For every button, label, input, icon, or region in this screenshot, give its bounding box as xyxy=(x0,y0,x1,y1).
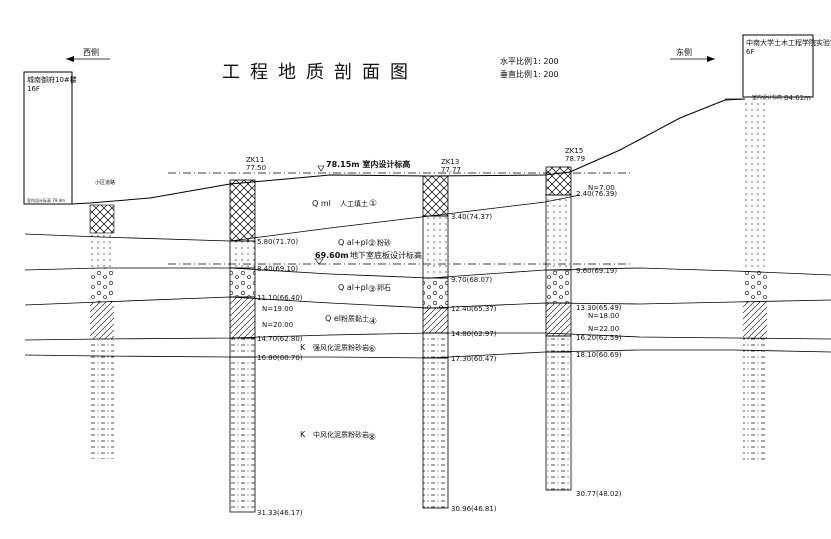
svg-text:N=7.00: N=7.00 xyxy=(588,184,615,192)
road-label: 小区道路 xyxy=(95,179,115,186)
svg-text:③: ③ xyxy=(368,285,376,295)
stratum-label-1: Q ml 人工填土 ① xyxy=(312,199,377,209)
svg-text:12.40(65.37): 12.40(65.37) xyxy=(451,305,497,313)
svg-text:6F: 6F xyxy=(746,48,754,56)
svg-text:强风化泥质粉砂岩: 强风化泥质粉砂岩 xyxy=(313,343,369,352)
vertical-scale-value: 1: 200 xyxy=(533,70,559,79)
svg-text:N=20.00: N=20.00 xyxy=(262,321,293,329)
svg-text:K: K xyxy=(300,343,306,352)
svg-text:ZK11: ZK11 xyxy=(246,156,264,164)
stratum-label-6: K 强风化泥质粉砂岩 ⑥ xyxy=(300,343,376,355)
svg-text:2.40(76.39): 2.40(76.39) xyxy=(576,190,617,198)
svg-text:9.70(68.07): 9.70(68.07) xyxy=(451,276,492,284)
left-reference-column xyxy=(89,204,115,459)
svg-text:Q el: Q el xyxy=(325,314,341,323)
svg-text:14.70(62.80): 14.70(62.80) xyxy=(257,335,303,343)
horizontal-scale-label: 水平比例 xyxy=(500,56,532,66)
svg-text:78.79: 78.79 xyxy=(565,155,585,163)
svg-text:②: ② xyxy=(368,239,376,249)
svg-text:西侧: 西侧 xyxy=(83,47,99,57)
svg-text:N=22.00: N=22.00 xyxy=(588,325,619,333)
svg-text:卵石: 卵石 xyxy=(377,283,391,292)
svg-text:16.20(62.59): 16.20(62.59) xyxy=(576,334,622,342)
stratum-label-8: K 中风化泥质粉砂岩 ⑧ xyxy=(300,430,376,443)
borehole-zk13: ZK13 77.77 3.40(74.37) 9.70(68.07) 12.40… xyxy=(422,158,497,513)
svg-text:东侧: 东侧 xyxy=(676,47,692,57)
svg-text:室内设计标高 79.4m: 室内设计标高 79.4m xyxy=(27,197,65,203)
svg-text:城南御府10#楼: 城南御府10#楼 xyxy=(27,75,77,84)
basement-design-text: 地下室底板设计标高 xyxy=(350,250,422,260)
svg-text:31.33(46.17): 31.33(46.17) xyxy=(257,509,303,517)
svg-text:84.61m: 84.61m xyxy=(784,94,811,102)
svg-text:N=19.00: N=19.00 xyxy=(262,305,293,313)
svg-text:⑧: ⑧ xyxy=(368,433,376,443)
svg-text:N=18.00: N=18.00 xyxy=(588,312,619,320)
svg-text:13.30(65.49): 13.30(65.49) xyxy=(576,304,622,312)
svg-text:ZK15: ZK15 xyxy=(565,147,583,155)
right-building: 中南大学土木工程学院实验室 6F 室内设计标高 84.61m xyxy=(725,34,831,102)
svg-text:④: ④ xyxy=(369,317,377,327)
svg-text:8.40(69.10): 8.40(69.10) xyxy=(257,265,298,273)
svg-text:9.60(69.19): 9.60(69.19) xyxy=(576,267,617,275)
svg-text:5.80(71.70): 5.80(71.70) xyxy=(257,238,298,246)
left-building: 城南御府10#楼 16F 室内设计标高 79.4m xyxy=(23,71,77,205)
svg-text:16.80(60.70): 16.80(60.70) xyxy=(257,354,303,362)
svg-text:⑥: ⑥ xyxy=(368,345,376,355)
east-direction: 东侧 xyxy=(670,47,715,62)
svg-text:中南大学土木工程学院实验室: 中南大学土木工程学院实验室 xyxy=(746,38,831,47)
svg-text:18.10(60.69): 18.10(60.69) xyxy=(576,351,622,359)
svg-text:77.77: 77.77 xyxy=(441,166,461,174)
stratum-label-3: Q al+pl 卵石 ③ xyxy=(338,283,391,295)
svg-text:Q ml: Q ml xyxy=(312,199,331,208)
stratum-label-2: Q al+pl 粉砂 ② xyxy=(338,238,391,249)
svg-text:粉质黏土: 粉质黏土 xyxy=(341,314,369,323)
diagram-title: 工程地质剖面图 xyxy=(222,62,418,83)
indoor-design-label: 78.15m 室内设计标高 xyxy=(326,159,410,169)
stratum-label-4: Q el 粉质黏土 ④ xyxy=(325,314,377,327)
svg-text:11.10(66.40): 11.10(66.40) xyxy=(257,294,303,302)
svg-text:77.50: 77.50 xyxy=(246,164,266,172)
borehole-zk11: ZK11 77.50 5.80(71.70) 8.40(69.10) 11.10… xyxy=(229,156,303,517)
svg-text:K: K xyxy=(300,430,306,439)
svg-text:30.77(48.02): 30.77(48.02) xyxy=(576,490,622,498)
west-direction: 西侧 xyxy=(66,47,110,62)
basement-design-value: 69.60m xyxy=(315,251,349,260)
svg-text:16F: 16F xyxy=(27,85,40,93)
ground-surface xyxy=(71,98,746,205)
vertical-scale-label: 垂直比例 xyxy=(500,69,532,79)
svg-text:粉砂: 粉砂 xyxy=(377,238,391,247)
svg-text:室内设计标高: 室内设计标高 xyxy=(752,94,782,101)
svg-text:①: ① xyxy=(369,199,377,209)
svg-text:17.30(60.47): 17.30(60.47) xyxy=(451,355,497,363)
svg-text:30.96(46.81): 30.96(46.81) xyxy=(451,505,497,513)
svg-text:中风化泥质粉砂岩: 中风化泥质粉砂岩 xyxy=(313,430,369,439)
right-reference-column xyxy=(743,100,767,460)
svg-text:3.40(74.37): 3.40(74.37) xyxy=(451,213,492,221)
horizontal-scale-value: 1: 200 xyxy=(533,57,559,66)
svg-text:Q al+pl: Q al+pl xyxy=(338,283,368,292)
svg-text:14.80(62.97): 14.80(62.97) xyxy=(451,330,497,338)
svg-text:Q al+pl: Q al+pl xyxy=(338,238,368,247)
borehole-zk15: ZK15 78.79 2.40(76.39) 9.60(69.19) 13.30… xyxy=(545,147,622,498)
svg-text:人工填土: 人工填土 xyxy=(340,199,368,208)
svg-text:ZK13: ZK13 xyxy=(441,158,459,166)
